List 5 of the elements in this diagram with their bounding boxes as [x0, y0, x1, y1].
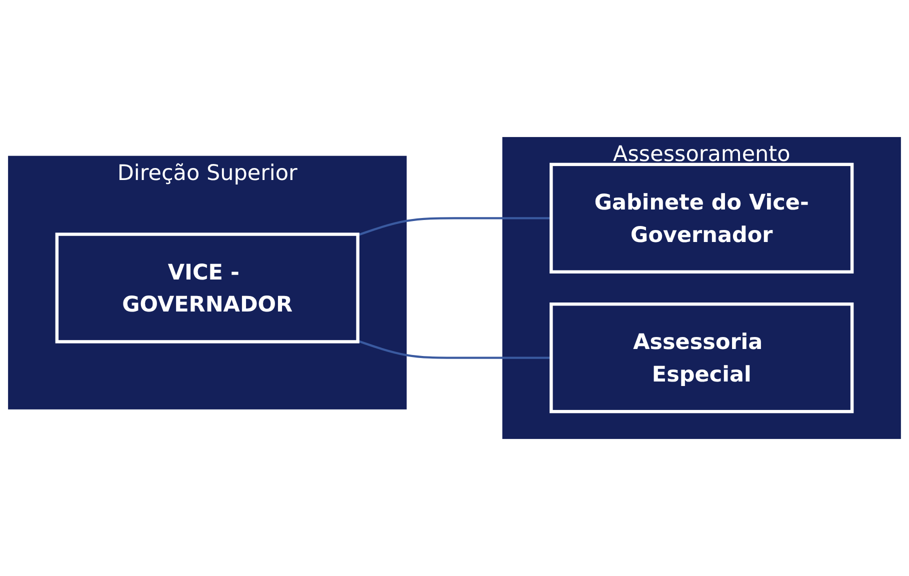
connector: [357, 217, 552, 236]
node-box: VICE - GOVERNADOR: [55, 232, 360, 344]
connector: [357, 340, 552, 359]
node-box: Gabinete do Vice-Governador: [550, 162, 854, 274]
node-box: Assessoria Especial: [550, 302, 854, 414]
